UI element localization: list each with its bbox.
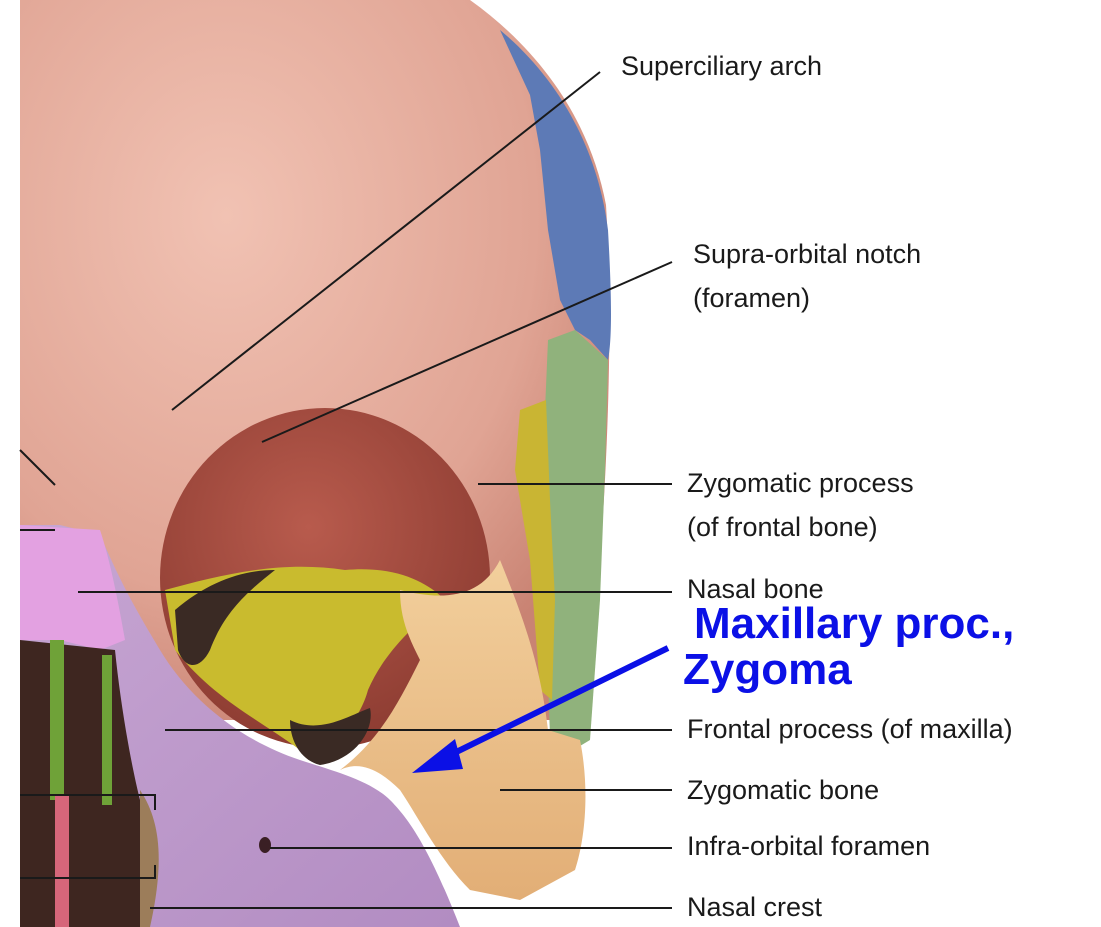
inferior-concha-green bbox=[102, 655, 112, 805]
label-nasal-crest: Nasal crest bbox=[687, 891, 822, 924]
annotation-maxillary-proc: Maxillary proc., bbox=[694, 602, 1014, 646]
label-zygomatic-process-sub: (of frontal bone) bbox=[687, 511, 878, 544]
label-superciliary-arch: Superciliary arch bbox=[621, 50, 822, 83]
label-frontal-process: Frontal process (of maxilla) bbox=[687, 713, 1013, 746]
nasal-crest-red bbox=[55, 795, 69, 927]
nasal-septum-green bbox=[50, 640, 64, 800]
infra-orbital-foramen-hole bbox=[259, 837, 271, 853]
label-supra-orbital-notch: Supra-orbital notch bbox=[693, 238, 921, 271]
label-zygomatic-process: Zygomatic process bbox=[687, 467, 914, 500]
label-zygomatic-bone: Zygomatic bone bbox=[687, 774, 879, 807]
annotation-zygoma: Zygoma bbox=[683, 648, 852, 692]
label-infra-orbital-foramen: Infra-orbital foramen bbox=[687, 830, 930, 863]
label-supra-orbital-notch-sub: (foramen) bbox=[693, 282, 810, 315]
